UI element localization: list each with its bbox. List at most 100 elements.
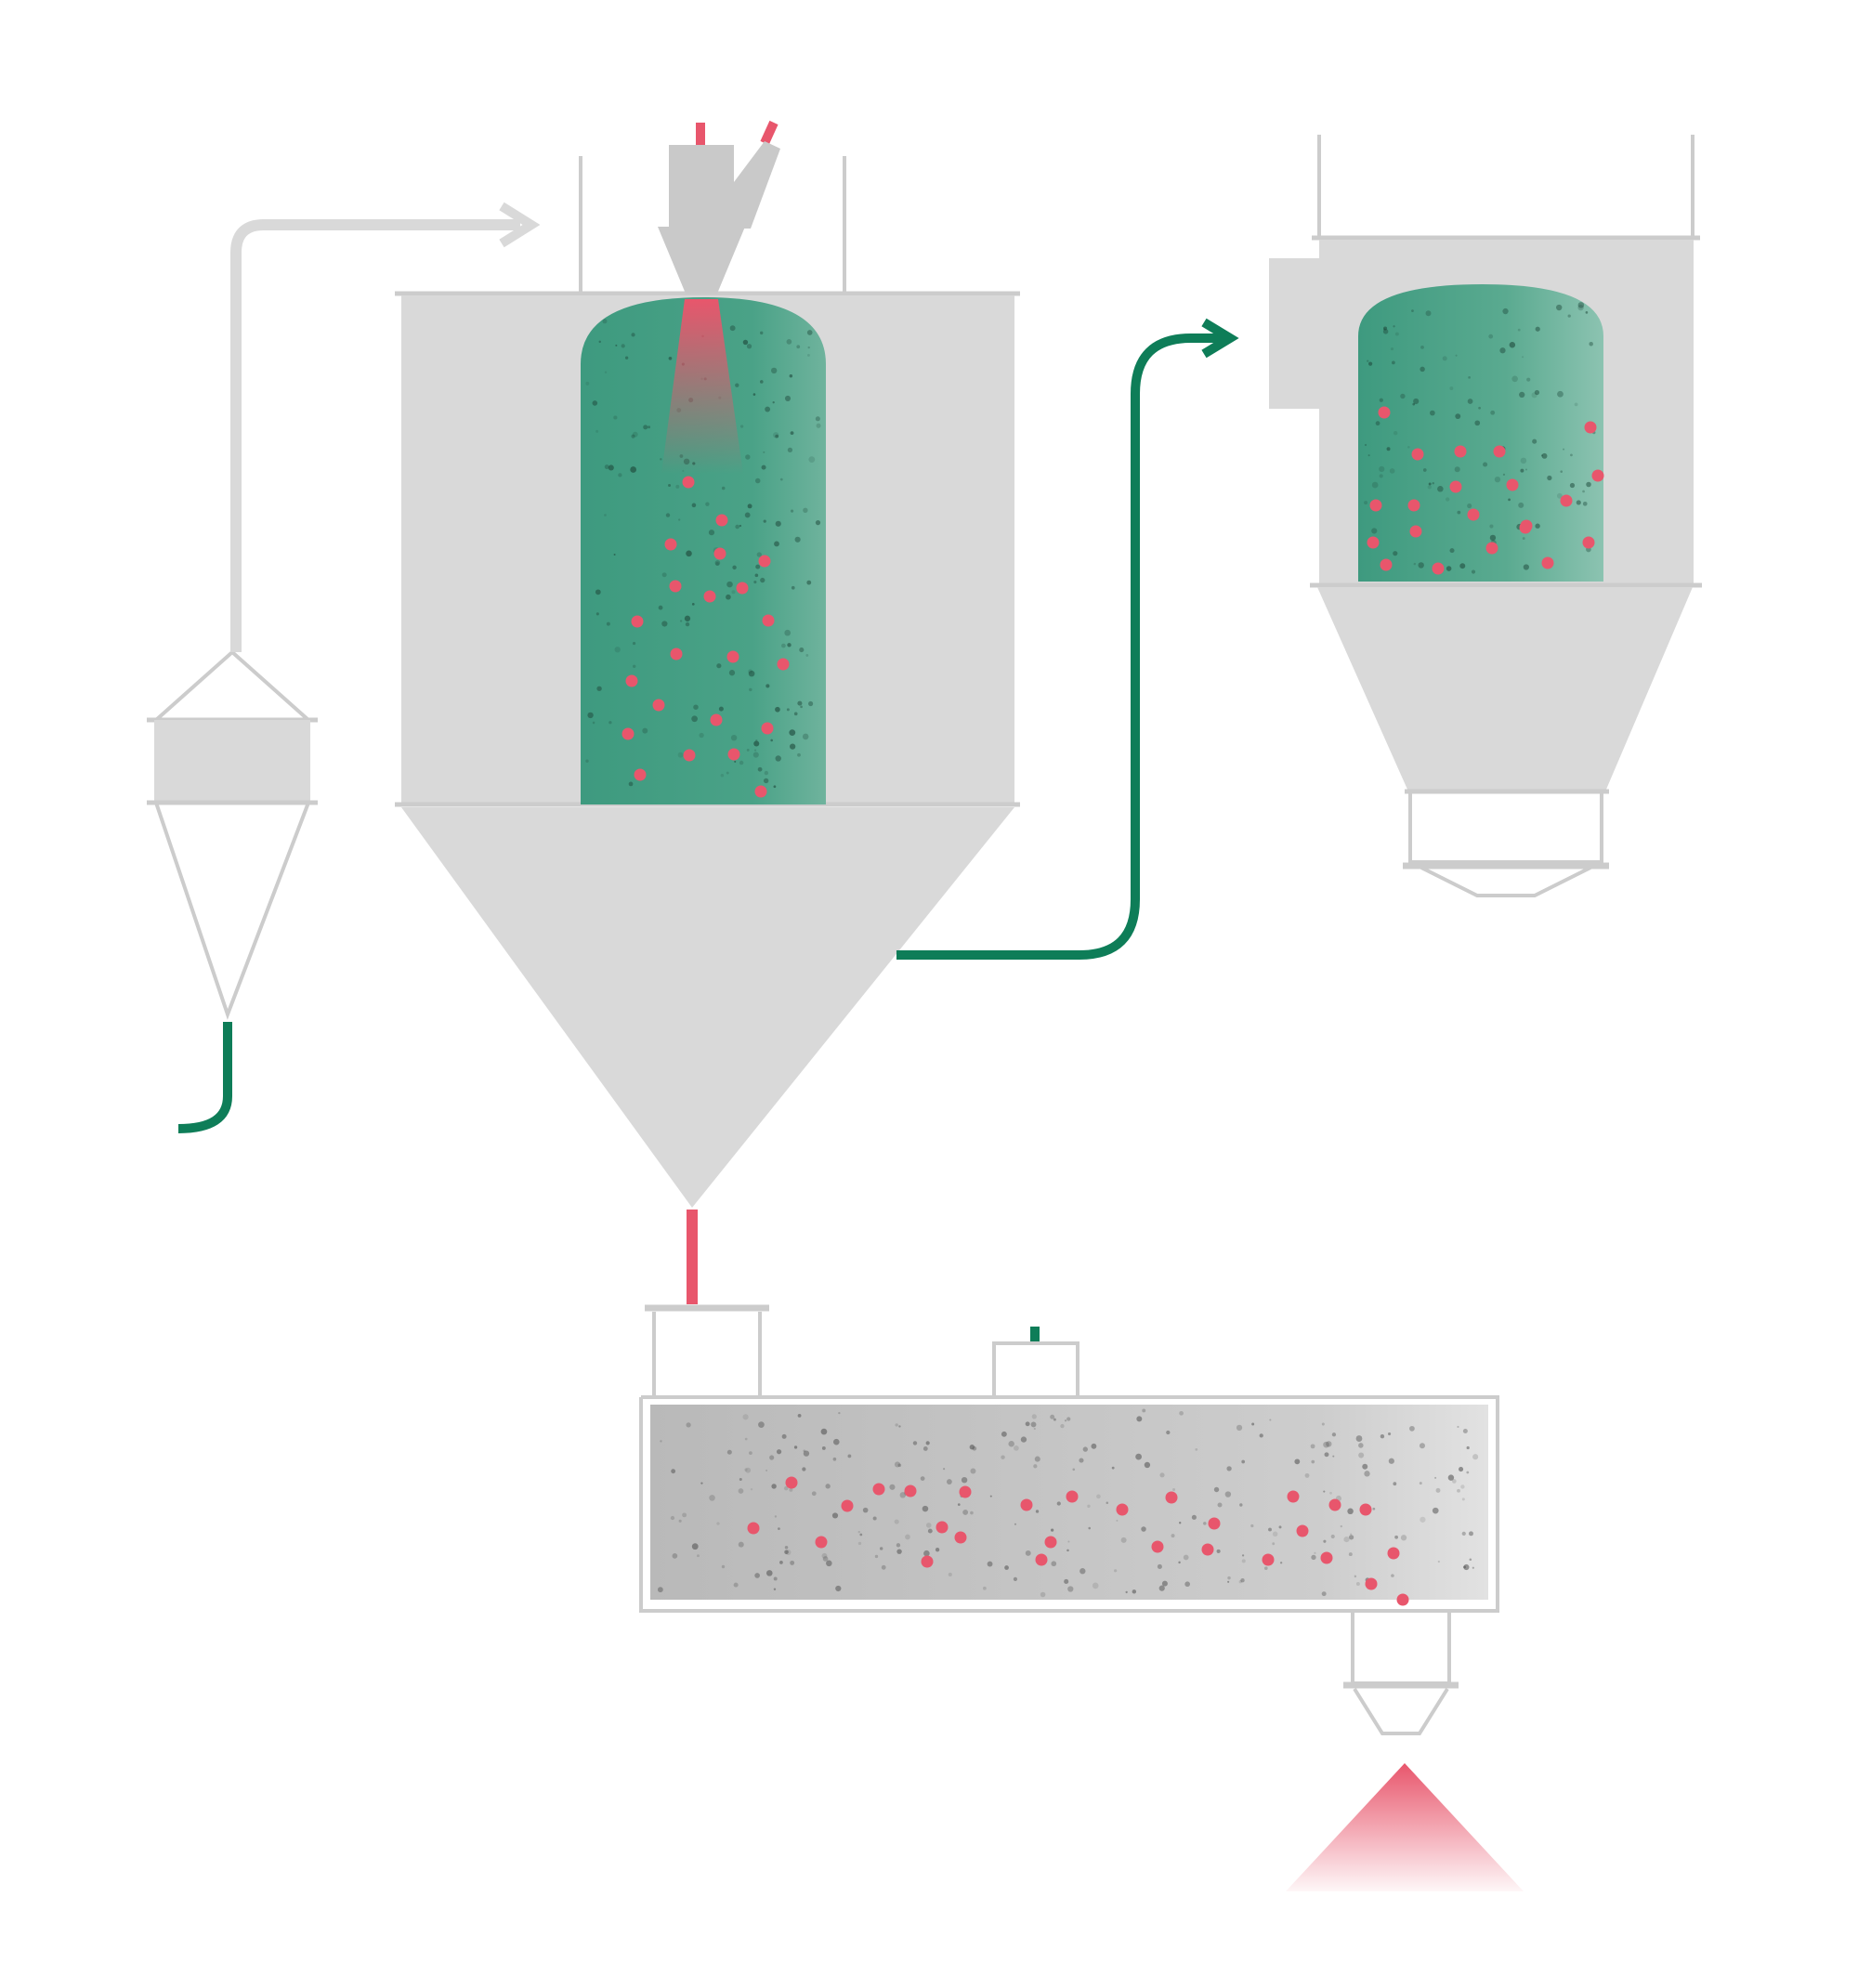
speckle [691,603,695,606]
speckle [857,1541,862,1546]
speckle [628,781,634,787]
speckle [790,743,796,750]
speckle [925,1523,932,1528]
speckle [1428,482,1432,486]
cyclone-top-cone [154,649,310,722]
speckle [784,395,792,401]
speckle [1132,1589,1137,1594]
particle [841,1499,854,1512]
speckle [764,770,769,776]
speckle [1534,389,1540,396]
speckle [1371,528,1378,534]
speckle [721,486,726,490]
speckle [1050,1414,1055,1419]
speckle [1560,470,1563,473]
speckle [1311,1459,1315,1464]
speckle [738,1541,744,1548]
speckle [1340,1524,1343,1528]
particle [664,538,677,551]
speckle [608,721,612,725]
speckle [1393,325,1395,328]
speckle [1446,566,1452,571]
speckle [670,1515,675,1521]
speckle [1582,490,1585,493]
speckle [754,573,759,578]
speckle [697,1554,700,1558]
speckle [595,589,601,595]
particle [631,615,644,628]
speckle [1157,1563,1162,1569]
exhaust-pipe [896,334,1224,960]
speckle [1001,1431,1007,1437]
speckle [1437,486,1444,492]
spray-cone [661,299,743,474]
speckle [1563,448,1565,451]
speckle [1053,1418,1056,1421]
speckle [773,1588,777,1591]
particle [1367,536,1380,549]
speckle [1383,326,1388,331]
particle [1359,1503,1372,1516]
speckle [781,643,786,648]
speckle [1364,501,1368,505]
speckle [1030,1421,1037,1428]
speckle [1420,345,1424,349]
speckle [790,1560,795,1565]
speckle [1469,1531,1473,1537]
speckle [970,1511,974,1515]
speckle [744,1468,748,1471]
speckle [631,434,635,438]
speckle [1111,1466,1115,1470]
speckle [1393,1482,1397,1486]
speckle [686,1422,691,1428]
particle [1506,478,1519,491]
speckle [1471,569,1476,574]
speckle [765,1469,768,1471]
particle [872,1483,885,1496]
speckle [1461,1531,1466,1536]
speckle [820,1428,828,1435]
speckle [758,1421,765,1428]
particle [1467,508,1480,521]
speckle [1526,377,1531,382]
speckle [826,1560,832,1567]
speckle [808,456,816,464]
speckle [961,1476,968,1484]
particle [1020,1498,1033,1511]
speckle [1066,1549,1069,1552]
speckle [1364,1471,1370,1477]
speckle [1321,1591,1327,1597]
speckle [772,401,775,404]
speckle [1263,1566,1268,1571]
speckle [1582,501,1588,506]
rotary-drum-dryer [639,1304,1499,1735]
speckle [770,367,778,374]
speckle [730,734,738,741]
speckle [1556,492,1563,499]
speckle [700,1482,703,1484]
speckle [705,502,710,506]
arrowhead-icon [499,202,541,248]
speckle [1460,1484,1465,1489]
feed-line-right [760,120,779,146]
speckle [1025,1421,1030,1427]
speckle [1025,1550,1031,1556]
speckle [763,778,769,784]
speckle [1472,1566,1474,1569]
cyclone-separator [147,649,318,1020]
speckle [613,553,616,556]
speckle [1035,1510,1040,1513]
speckle [922,1446,928,1451]
speckle [1457,510,1461,515]
speckle [731,590,736,595]
speckle [1455,413,1461,420]
speckle [729,325,736,332]
speckle [608,464,614,471]
filter-outlet-neck [1408,791,1603,864]
speckle [1250,1524,1254,1528]
speckle [1394,332,1399,336]
speckle [1508,498,1511,502]
speckle [1272,1542,1276,1546]
speckle [618,473,622,477]
speckle [1269,1419,1272,1421]
